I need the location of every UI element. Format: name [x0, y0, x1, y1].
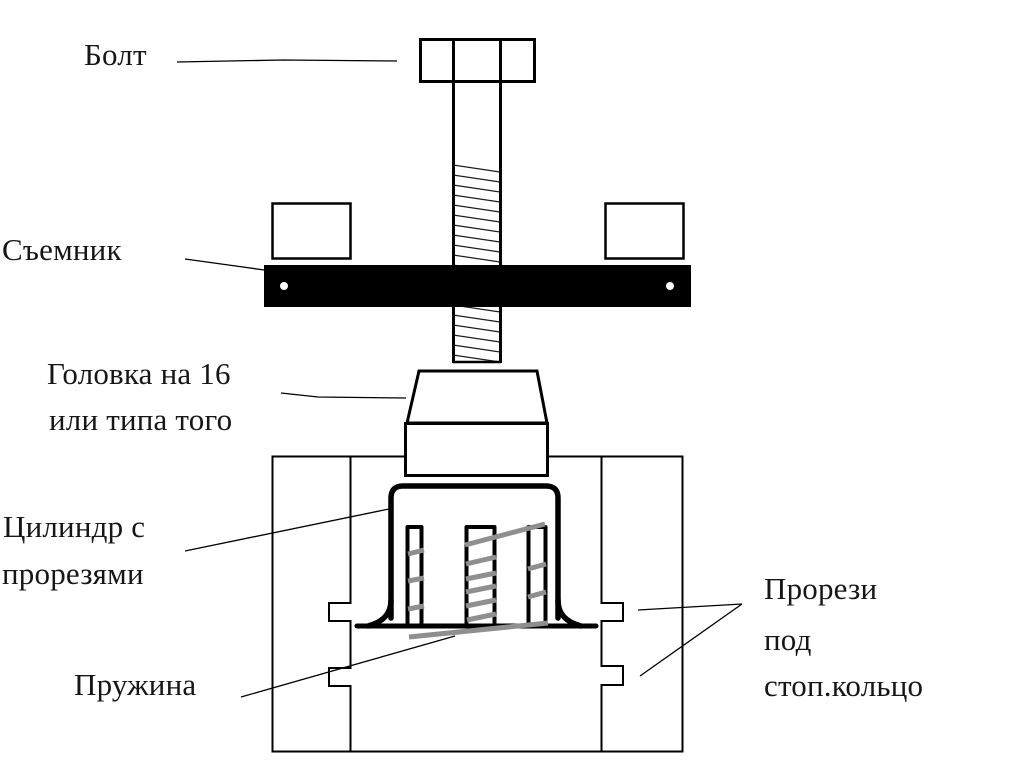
bolt-drawing [419, 38, 536, 364]
label-socket-line2: или типа того [49, 402, 233, 437]
leader-socket [280, 392, 407, 399]
spacer-block-right [604, 202, 685, 260]
spring-coil-cross-turn [464, 521, 546, 548]
cylinder-slot-1 [405, 525, 424, 626]
label-puller: Съемник [2, 232, 122, 267]
cylinder-body [388, 483, 561, 621]
puller-bar [264, 265, 691, 307]
leader-spring [240, 635, 456, 698]
label-socket-line1: Головка на 16 [47, 356, 231, 391]
puller-bar-body [264, 265, 691, 307]
puller-bar-hole-left [280, 282, 288, 290]
label-cylinder-line1: Цилиндр с [3, 509, 146, 544]
label-bolt: Болт [84, 37, 147, 72]
leader-groove-upper [637, 603, 743, 611]
label-grooves-line1: Прорези [764, 571, 878, 606]
socket [404, 369, 549, 477]
bolt-thread-lower [455, 307, 499, 362]
bolt-thread-upper [455, 163, 499, 265]
socket-lower-section [404, 422, 549, 477]
leader-lines [176, 59, 743, 698]
label-spring: Пружина [74, 667, 197, 702]
label-grooves-line3: стоп.кольцо [764, 668, 924, 703]
bolt-head [419, 38, 536, 83]
socket-upper-section [405, 369, 549, 425]
leader-bolt [176, 59, 398, 63]
spring-coil [407, 521, 549, 640]
leader-groove-lower [639, 603, 743, 677]
spacer-block-left [271, 202, 352, 260]
leader-puller [184, 258, 265, 271]
spring-end-turn [408, 620, 549, 640]
housing-inner-wall-left-with-grooves [328, 456, 352, 752]
leader-cylinder [184, 508, 390, 552]
puller-bar-hole-right [666, 282, 674, 290]
label-grooves-line2: под [764, 622, 812, 657]
label-cylinder-line2: прорезями [2, 556, 144, 591]
housing-inner-wall-right-with-grooves [600, 456, 624, 752]
